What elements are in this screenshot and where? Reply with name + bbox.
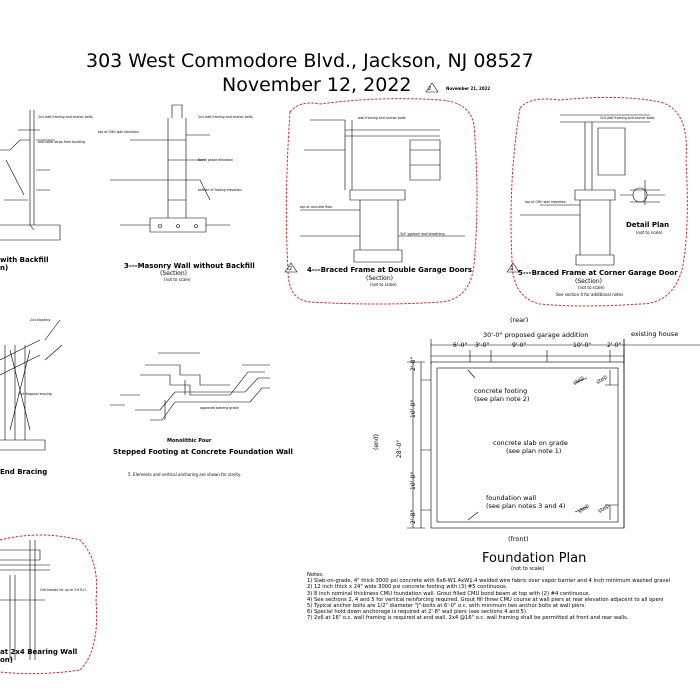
- section-marker-5-icon: [506, 262, 520, 273]
- plan-top-dim: 3'-0": [475, 342, 490, 349]
- detail-4-linework: [300, 119, 465, 263]
- revision-clouds: [0, 96, 688, 675]
- detail-3-annotation: top of CMU wall elevation: [98, 130, 139, 134]
- plan-top-dim: 9'-0": [512, 342, 527, 349]
- revision-date: November 21, 2022: [446, 86, 491, 91]
- note-item: 5) Typical anchor bolts are 1/2" diamete…: [307, 603, 586, 610]
- detail-5-linework: [520, 114, 650, 266]
- detail-5-sub: (Section): [575, 278, 602, 285]
- bearing-wall-title: at 2x4 Bearing Wall: [0, 648, 78, 656]
- bearing-wall-sub: on): [0, 656, 13, 664]
- detail-3-annotation: bottom of footing elevation: [198, 188, 242, 192]
- plan-title: Foundation Plan: [482, 551, 587, 566]
- plan-top-dim: 10'-0": [573, 342, 592, 349]
- detail-5-marker: 2: [510, 266, 514, 272]
- plan-left-dim: 10'-0": [410, 399, 417, 418]
- detail-3-note: (not to scale): [164, 277, 191, 282]
- detail-4-note: (not to scale): [370, 282, 397, 287]
- plan-footing-note: (see plan note 2): [474, 395, 530, 403]
- note-item: 1) Slab-on-grade, 4" thick 3000 psi conc…: [307, 578, 671, 585]
- plan-left-dim: 2'-8": [410, 509, 417, 524]
- end-bracing-annotation: 2x4 blocking: [30, 318, 51, 322]
- stepped-footing-annotation: approved bearing grade: [200, 406, 239, 410]
- detail-plan-note: (not to scale): [636, 230, 663, 235]
- detail-plan-title: Detail Plan: [626, 221, 670, 229]
- detail-1-annotation: 2x4 wall framing and anchor bolts: [38, 115, 93, 119]
- detail-1-linework: [0, 110, 61, 241]
- detail-4-annotation: 3/4" gypsum wall sheathing: [400, 232, 445, 236]
- detail-plan-linework: [620, 180, 665, 205]
- detail-4-title: 4---Braced Frame at Double Garage Doors: [307, 266, 473, 274]
- revision-cloud-bearing-wall: [0, 534, 98, 675]
- revision-marker: 2: [428, 86, 432, 92]
- plan-rear-label: (rear): [510, 316, 529, 324]
- note-item: 4) See sections 2, 4 and 5 for vertical …: [307, 596, 664, 603]
- detail-5-title: 5---Braced Frame at Corner Garage Door: [518, 269, 678, 277]
- bearing-wall-linework: [0, 540, 50, 660]
- bearing-wall-annotation: 2x6 header for up to 3 ft R.O.: [40, 588, 87, 592]
- drawing-date: November 12, 2022: [222, 74, 412, 96]
- plan-front-label: (front): [508, 535, 529, 543]
- plan-left-dim: 2'-8": [410, 356, 417, 371]
- plan-note: (not to scale): [511, 566, 545, 572]
- plan-footing-label: concrete footing: [474, 387, 528, 395]
- plan-existing-house: existing house: [631, 330, 679, 338]
- detail-5-annotation: top of CMU wall elevation: [525, 200, 566, 204]
- plan-wall-note: (see plan notes 3 and 4): [486, 502, 566, 510]
- revision-cloud-detail-5: [510, 96, 688, 307]
- note-item: 7) 2x6 at 16" o.c. wall framing is requi…: [307, 615, 629, 622]
- detail-4-sub: (Section): [366, 275, 393, 282]
- stepped-footing-linework: [110, 352, 270, 421]
- notes-block: Notes: 1) Slab-on-grade, 4" thick 3000 p…: [307, 572, 670, 622]
- detail-4-annotation: top of concrete floor: [300, 205, 333, 209]
- plan-slab-note: (see plan note 1): [506, 447, 562, 455]
- detail-4-marker: 2: [289, 266, 293, 272]
- foundation-plan-linework: [407, 339, 700, 529]
- detail-3-annotation: North grade elevation: [198, 158, 233, 162]
- plan-top-dim: 2'-0": [607, 342, 622, 349]
- detail-3-annotation: 2x4 wall framing and anchor bolts: [198, 115, 253, 119]
- section-marker-4-icon: [284, 262, 298, 273]
- stepped-footing-title: Stepped Footing at Concrete Foundation W…: [113, 448, 293, 456]
- detail-4-annotation: wall framing and anchor bolts: [358, 116, 406, 120]
- detail-5-extra: See section 4 for additional notes: [556, 292, 624, 297]
- plan-slab-label: concrete slab on grade: [493, 439, 568, 447]
- end-bracing-linework: [0, 319, 63, 451]
- note-item: 3) 8 inch nominal thickness CMU foundati…: [307, 590, 591, 597]
- plan-top-dim: 6'-0": [453, 342, 468, 349]
- stepped-footing-note: 5. Elements and vertical anchoring are s…: [128, 472, 242, 477]
- detail-1-title: with Backfill: [0, 256, 49, 264]
- detail-5-annotation: 2x4 wall framing and anchor bolts: [600, 116, 655, 120]
- project-address: 303 West Commodore Blvd., Jackson, NJ 08…: [86, 50, 534, 72]
- revision-triangle-icon: [425, 82, 439, 93]
- detail-3-title: 3---Masonry Wall without Backfill: [124, 262, 255, 270]
- end-bracing-title: End Bracing: [0, 468, 48, 476]
- detail-1-annotation: anti-roller strap from building: [38, 140, 85, 144]
- end-bracing-annotation: 2x4 diagonal bracing: [18, 392, 52, 396]
- plan-wall-label: foundation wall: [486, 494, 537, 502]
- plan-overall-width: 30'-0" proposed garage addition: [483, 331, 589, 339]
- detail-3-sub: (Section): [160, 270, 187, 277]
- stepped-footing-sub: Monolithic Pour: [167, 438, 212, 444]
- notes-heading: Notes:: [307, 572, 324, 578]
- detail-3-linework: [110, 104, 230, 233]
- detail-5-note: (not to scale): [578, 285, 605, 290]
- plan-end-label: (end): [373, 434, 380, 450]
- note-item: 2) 12 inch thick x 24" wide 3000 psi con…: [307, 584, 508, 591]
- plan-overall-depth: 28'-0": [396, 439, 403, 458]
- detail-1-sub: n): [0, 264, 9, 272]
- note-item: 6) Special hold down anchorage is requir…: [307, 609, 528, 616]
- plan-left-dim: 10'-0": [410, 471, 417, 490]
